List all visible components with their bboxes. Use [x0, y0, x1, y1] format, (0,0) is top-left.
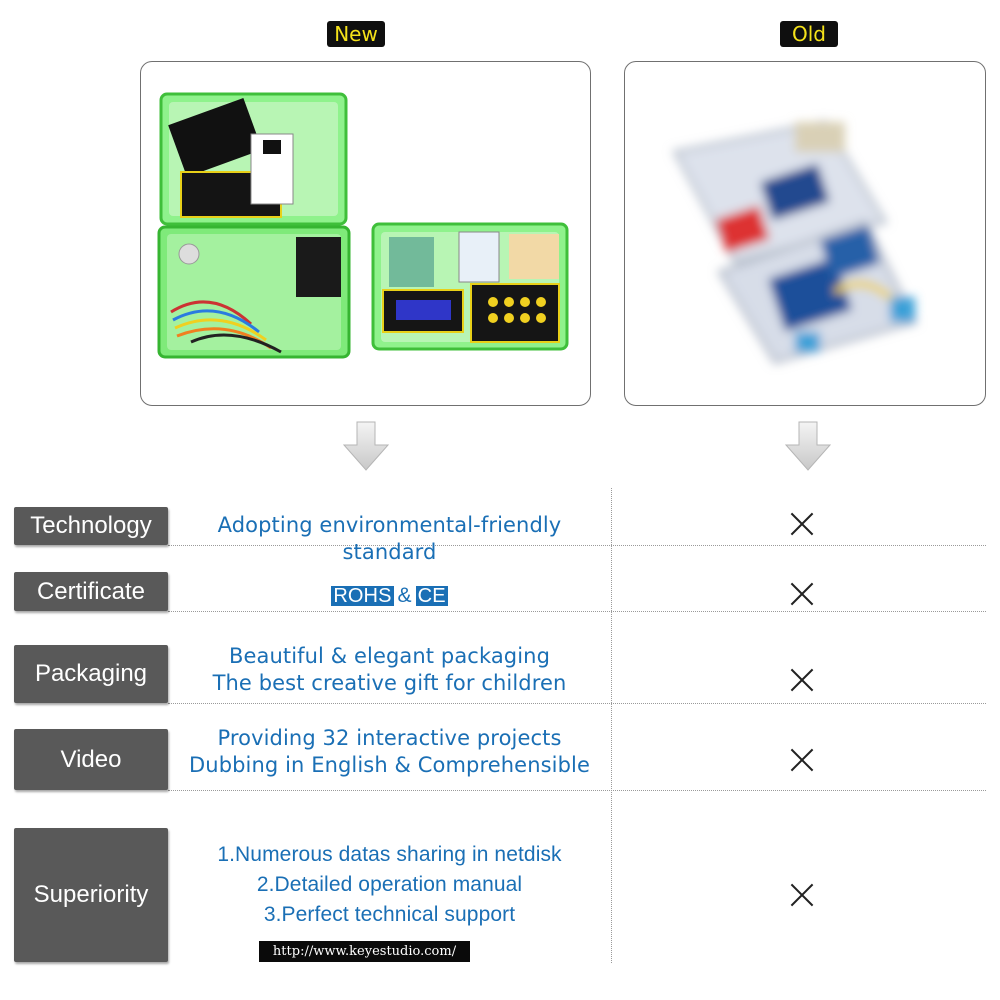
old-kit-image: [624, 61, 986, 406]
packaging-description: Beautiful & elegant packaging The best c…: [168, 643, 611, 697]
description-line: 3.Perfect technical support: [263, 903, 516, 926]
description-line: 2.Detailed operation manual: [256, 873, 523, 896]
ce-badge: CE: [415, 585, 448, 607]
down-arrow-icon: [785, 421, 831, 471]
row-label-certificate: Certificate: [14, 572, 168, 611]
old-kit-illustration: [671, 119, 918, 365]
ampersand-text: &: [397, 584, 412, 607]
new-kit-image: [140, 61, 591, 406]
description-line: Dubbing in English & Comprehensible: [189, 753, 590, 777]
row-label-technology: Technology: [14, 507, 168, 545]
column-divider: [611, 488, 612, 963]
close-icon: [789, 511, 815, 537]
description-line: Providing 32 interactive projects: [217, 726, 562, 750]
row-divider: [168, 611, 986, 612]
row-divider: [168, 790, 986, 791]
old-tag: Old: [780, 21, 838, 47]
close-icon: [789, 747, 815, 773]
website-url[interactable]: http://www.keyestudio.com/: [259, 941, 470, 962]
description-line: Adopting environmental-friendly standard: [217, 513, 562, 564]
row-divider: [168, 703, 986, 704]
new-kit-illustration: [157, 92, 569, 359]
row-label-packaging: Packaging: [14, 645, 168, 703]
row-label-video: Video: [14, 729, 168, 790]
close-icon: [789, 882, 815, 908]
certificate-description: ROHS&CE: [168, 582, 611, 609]
new-tag: New: [327, 21, 385, 47]
technology-description: Adopting environmental-friendly standard: [168, 512, 611, 566]
close-icon: [789, 581, 815, 607]
rohs-badge: ROHS: [331, 585, 394, 607]
description-line: 1.Numerous datas sharing in netdisk: [217, 843, 562, 866]
close-icon: [789, 667, 815, 693]
down-arrow-icon: [343, 421, 389, 471]
description-line: Beautiful & elegant packaging: [228, 644, 551, 668]
row-divider: [168, 545, 986, 546]
superiority-description: 1.Numerous datas sharing in netdisk 2.De…: [168, 840, 611, 930]
description-line: The best creative gift for children: [212, 671, 567, 695]
video-description: Providing 32 interactive projects Dubbin…: [168, 725, 611, 779]
row-label-superiority: Superiority: [14, 828, 168, 962]
